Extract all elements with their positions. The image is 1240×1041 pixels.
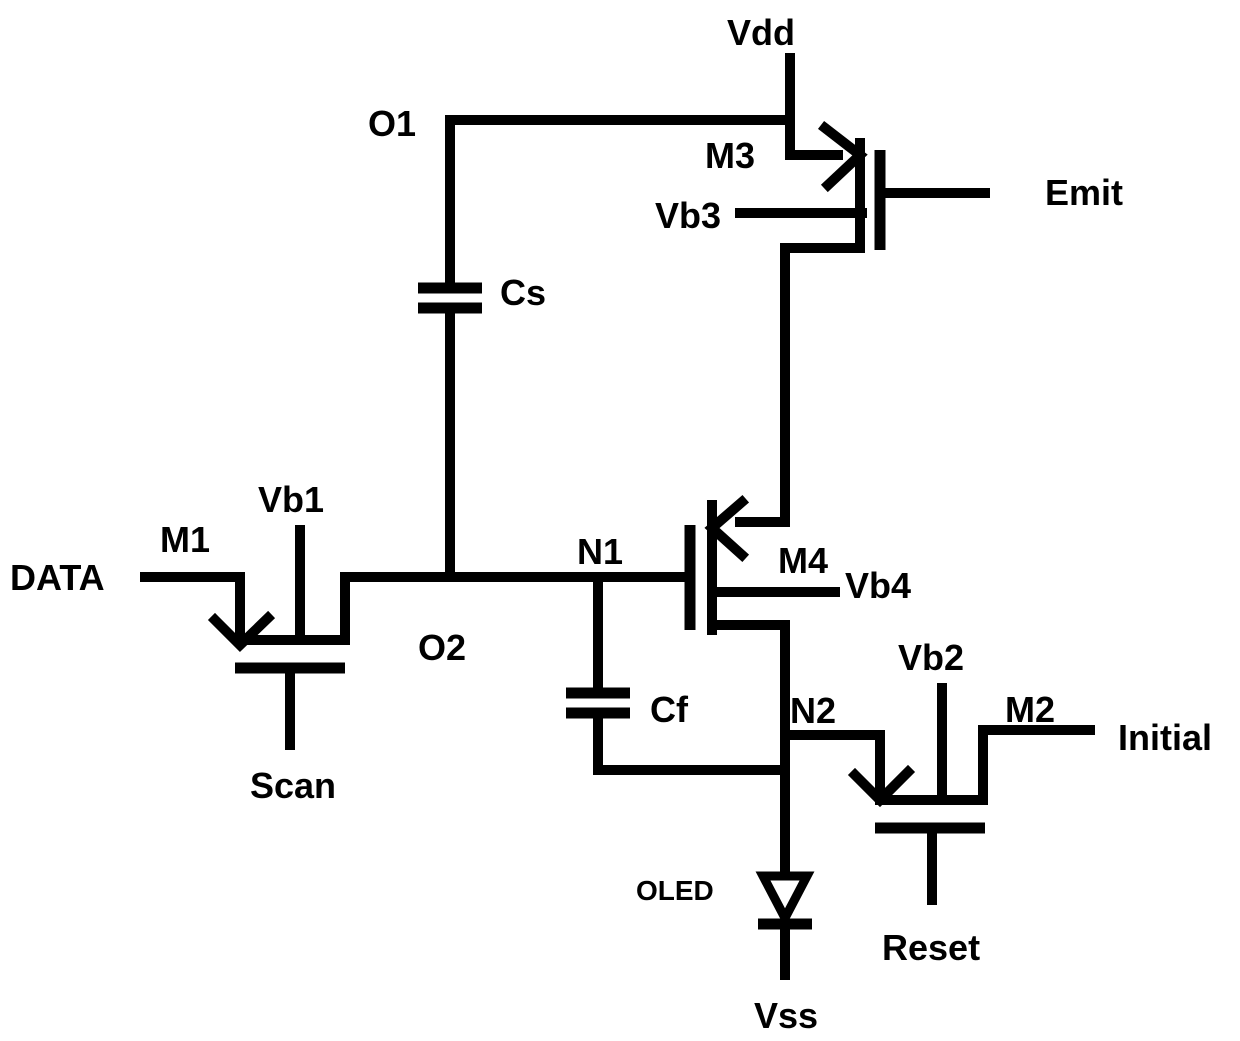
m3-m4-wire: [740, 225, 860, 522]
labels: Vdd O1 M3 Emit Vb3 Cs Vb1 M1 DATA N1 M4 …: [10, 12, 1212, 1036]
label-cs: Cs: [500, 272, 546, 313]
label-emit: Emit: [1045, 172, 1123, 213]
transistor-m4: [690, 502, 742, 630]
label-m1: M1: [160, 519, 210, 560]
m4-drain-wire: [712, 595, 785, 870]
label-n1: N1: [577, 531, 623, 572]
capacitor-cf: [566, 693, 630, 713]
label-reset: Reset: [882, 927, 980, 968]
transistor-m1: [215, 530, 345, 745]
label-o1: O1: [368, 103, 416, 144]
label-m4: M4: [778, 540, 828, 581]
m2-initial-wire: [983, 730, 1090, 800]
label-n2: N2: [790, 690, 836, 731]
label-vb2: Vb2: [898, 637, 964, 678]
label-vss: Vss: [754, 995, 818, 1036]
label-scan: Scan: [250, 765, 336, 806]
transistor-m2: [855, 688, 985, 900]
label-data: DATA: [10, 557, 105, 598]
transistor-m3: [825, 128, 880, 250]
label-vb3: Vb3: [655, 195, 721, 236]
vdd-wire: [790, 58, 838, 155]
label-m3: M3: [705, 135, 755, 176]
label-initial: Initial: [1118, 717, 1212, 758]
oled-diode-icon: [758, 876, 812, 924]
oled-triangle: [763, 876, 807, 918]
label-o2: O2: [418, 627, 466, 668]
label-vb1: Vb1: [258, 479, 324, 520]
label-oled: OLED: [636, 875, 714, 906]
label-m2: M2: [1005, 689, 1055, 730]
capacitor-cs: [418, 288, 482, 308]
label-vdd: Vdd: [727, 12, 795, 53]
label-vb4: Vb4: [845, 565, 911, 606]
cf-n2-wire: [598, 715, 785, 770]
label-cf: Cf: [650, 689, 689, 730]
